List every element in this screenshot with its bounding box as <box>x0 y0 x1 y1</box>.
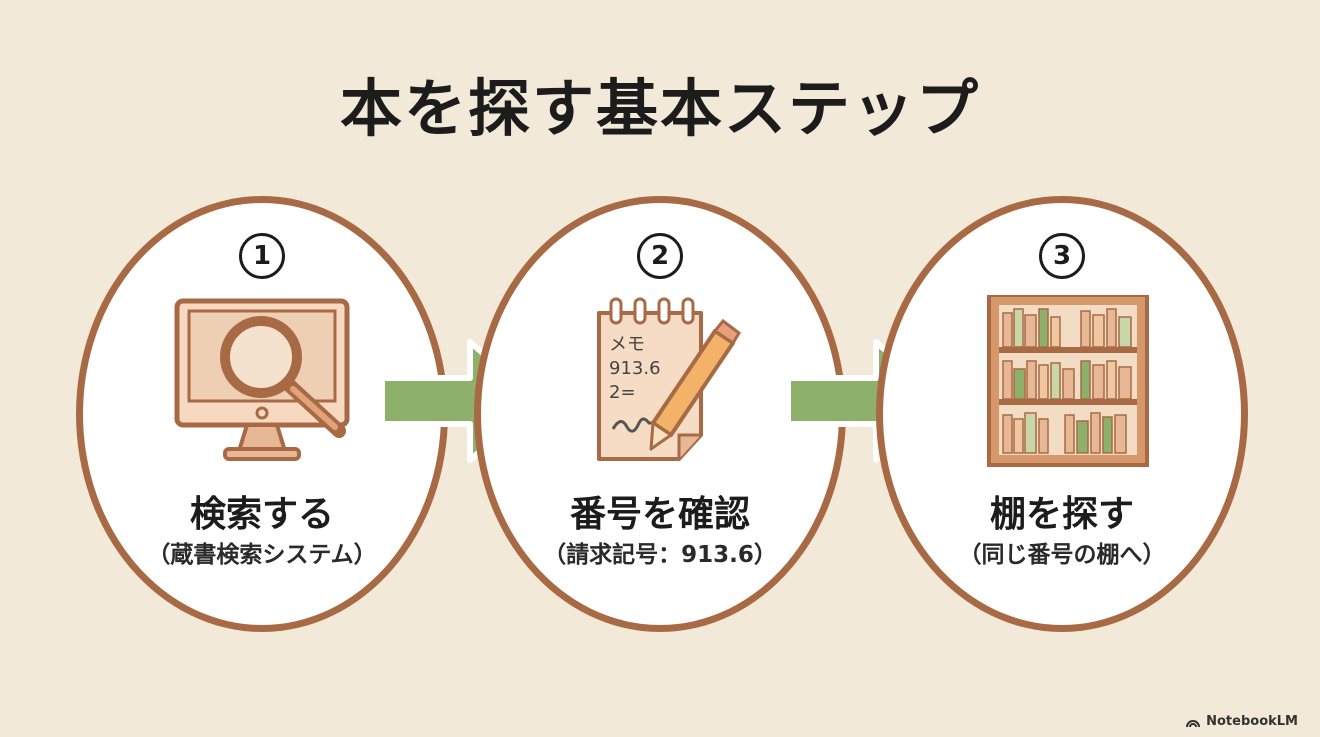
step-number: 1 <box>239 233 285 279</box>
notebooklm-badge: NotebookLM <box>1185 714 1298 729</box>
step-sub-label: （同じ番号の棚へ） <box>958 542 1166 568</box>
step-label: 検索する <box>189 494 334 535</box>
badge-label: NotebookLM <box>1206 714 1298 729</box>
step-sub-label: （請求記号：913.6） <box>543 542 777 568</box>
step-2: 2 メモ 913.6 2= 番号を確認 （請求記号：913.6） <box>474 196 846 632</box>
step-3: 3 <box>876 196 1248 632</box>
page-title: 本を探す基本ステップ <box>339 72 980 145</box>
notebooklm-logo-icon <box>1186 719 1201 727</box>
memo-pencil-icon <box>597 297 741 461</box>
memo-text: メモ 913.6 2= <box>609 333 661 405</box>
memo-line: 2= <box>609 382 636 403</box>
step-sub-label: （蔵書検索システム） <box>147 542 377 568</box>
memo-line: 913.6 <box>609 358 661 379</box>
memo-line: メモ <box>609 334 645 355</box>
step-label: 棚を探す <box>989 494 1134 535</box>
step-number: 2 <box>637 233 683 279</box>
step-number: 3 <box>1039 233 1085 279</box>
bookshelf-icon <box>987 295 1149 467</box>
computer-search-icon <box>174 298 350 461</box>
step-label: 番号を確認 <box>569 494 750 535</box>
